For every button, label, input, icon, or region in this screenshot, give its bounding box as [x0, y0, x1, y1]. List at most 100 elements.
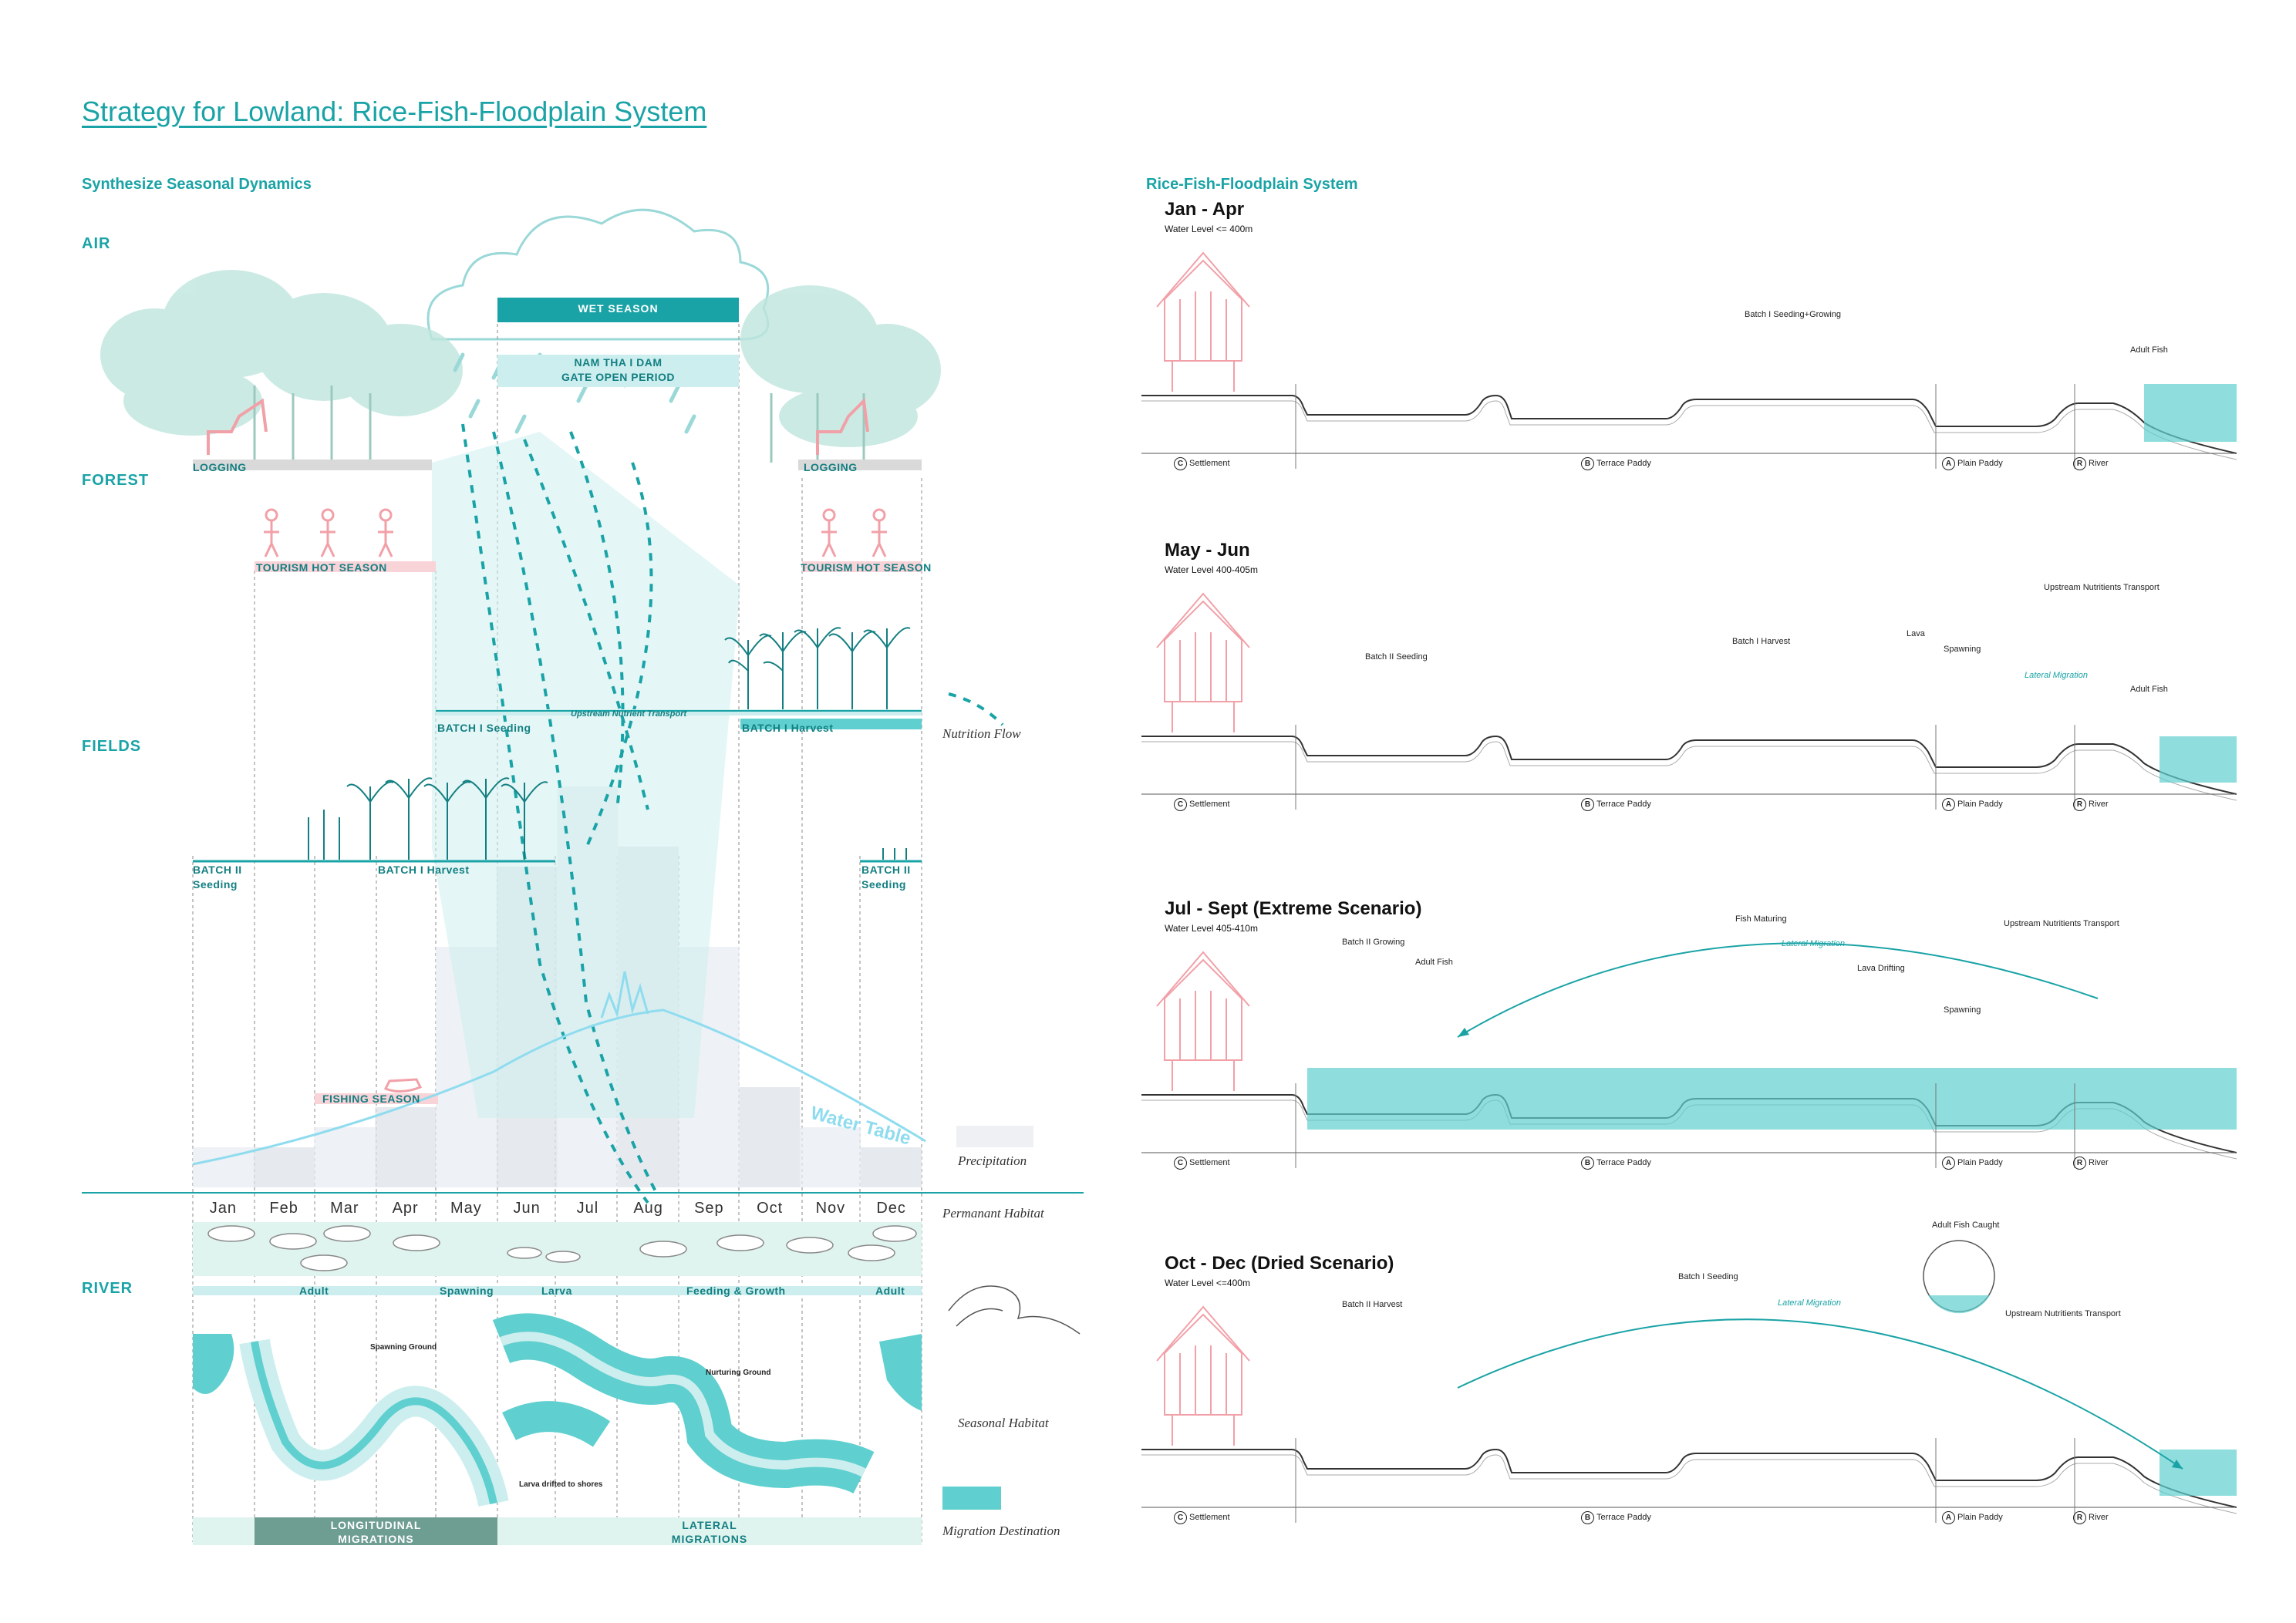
batch1-upper-bar — [436, 709, 922, 716]
logging-bar-right — [798, 460, 922, 470]
section-annotation: Adult Fish — [2130, 345, 2168, 355]
section-annotation: Upstream Nutritients Transport — [2004, 919, 2119, 928]
section-title: Oct - Dec (Dried Scenario) — [1165, 1253, 1394, 1274]
seasonal-dynamics-diagram — [82, 208, 1084, 1545]
terrain-profile — [1141, 1448, 2237, 1508]
house-icon — [1156, 951, 1250, 1091]
longitudinal-migration-bar — [255, 1517, 497, 1545]
boat-icon — [383, 1078, 423, 1093]
month-label: Apr — [392, 1200, 419, 1217]
precipitation-legend-swatch — [956, 1126, 1033, 1147]
section-water-level: Water Level <=400m — [1165, 1278, 1250, 1288]
water-body — [2144, 384, 2237, 442]
forest-right — [740, 285, 941, 447]
river-map-nurturing — [492, 1313, 875, 1494]
fish-stage-larva: Larva — [541, 1285, 572, 1297]
batch1-seeding-label: BATCH I Seeding — [437, 722, 531, 734]
section-annotation: Upstream Nutritients Transport — [2005, 1309, 2121, 1318]
fish-stage-adult-1: Adult — [299, 1285, 329, 1297]
precipitation-bar — [375, 1107, 436, 1187]
precipitation-bar — [800, 1127, 861, 1187]
rain-area — [432, 432, 740, 1118]
cross-section-diagram — [1141, 251, 2237, 469]
month-label: Aug — [633, 1200, 663, 1217]
river-map-spawning — [239, 1338, 509, 1507]
wet-season-label: WET SEASON — [578, 302, 659, 315]
month-label: Nov — [815, 1200, 846, 1217]
batch1-harvest-bar — [740, 719, 922, 729]
fish-icons — [207, 1225, 917, 1271]
section-annotation: Batch I Harvest — [1732, 637, 1791, 646]
terrain-profile-under — [1141, 741, 2237, 801]
dam-gate-label-2: GATE OPEN PERIOD — [561, 371, 675, 383]
batch1-harvest-lower-label: BATCH I Harvest — [378, 864, 470, 876]
house-icon — [1156, 592, 1250, 732]
water-table-curve — [192, 1008, 926, 1166]
habitat-legend-icon — [948, 1285, 1081, 1335]
fish-stage-bar — [193, 1286, 922, 1295]
nutrition-flow-lines — [461, 423, 657, 1204]
fish-stage-spawning: Spawning — [440, 1285, 494, 1297]
logging-label-right: LOGGING — [804, 461, 858, 473]
batch2-seeding-right-label-1: BATCH II — [861, 864, 911, 876]
batch2-seeding-left-label-1: BATCH II — [193, 864, 242, 876]
precipitation-bar — [739, 1087, 801, 1187]
section-annotation: Lateral Migration — [1778, 1298, 1841, 1308]
cross-section-diagram — [1141, 1305, 2237, 1523]
rice-plants-lower — [308, 777, 907, 860]
section-annotation: Batch I Seeding+Growing — [1745, 310, 1842, 319]
water-table-peaks — [600, 971, 649, 1019]
month-label: Mar — [330, 1200, 359, 1217]
precipitation-bar — [314, 1127, 376, 1187]
fishing-season-label: FISHING SEASON — [322, 1093, 420, 1105]
tourism-label-left: TOURISM HOT SEASON — [256, 561, 387, 574]
terrain-profile — [1141, 394, 2237, 454]
tourism-label-right: TOURISM HOT SEASON — [801, 561, 932, 574]
legend-precipitation: Precipitation — [958, 1153, 1027, 1168]
section-title: May - Jun — [1165, 540, 1250, 561]
dam-gate-label-1: NAM THA I DAM — [574, 356, 663, 369]
migration-destination-swatch — [942, 1487, 1001, 1510]
precipitation-bar — [861, 1147, 922, 1187]
section-annotation: Batch II Growing — [1342, 938, 1405, 947]
seasonal-dynamics-heading: Synthesize Seasonal Dynamics — [82, 176, 312, 193]
section-water-level: Water Level <= 400m — [1165, 224, 1253, 234]
zone-river: RIVER — [82, 1280, 133, 1297]
month-label: Feb — [269, 1200, 298, 1217]
month-label: Sep — [694, 1200, 724, 1217]
forest-left — [100, 270, 463, 436]
section-water-level: Water Level 400-405m — [1165, 564, 1258, 575]
rice-plants-upper — [724, 627, 911, 709]
nutrition-flow-legend-icon — [948, 692, 1004, 726]
fishing-season-bar — [315, 1093, 438, 1104]
section-annotation: Lava Drifting — [1857, 964, 1905, 973]
house-icon — [1156, 1305, 1250, 1446]
house-icon — [1156, 251, 1250, 392]
tourist-icon — [264, 508, 887, 557]
logging-label-left: LOGGING — [193, 461, 247, 473]
fish-stage-adult-2: Adult — [875, 1285, 905, 1297]
legend-migration-destination: Migration Destination — [942, 1524, 1060, 1538]
month-label: Dec — [876, 1200, 906, 1217]
zone-forest: FOREST — [82, 472, 150, 489]
section-annotation: Spawning — [1944, 645, 1981, 654]
water-body — [2159, 736, 2237, 783]
section-annotation: Batch I Seeding — [1678, 1272, 1738, 1281]
river-map-edges — [193, 1334, 922, 1411]
section-annotation: Batch II Harvest — [1342, 1300, 1403, 1309]
month-label: Oct — [757, 1200, 784, 1217]
system-heading: Rice-Fish-Floodplain System — [1146, 176, 1358, 193]
section-annotation: Upstream Nutritients Transport — [2044, 583, 2159, 592]
